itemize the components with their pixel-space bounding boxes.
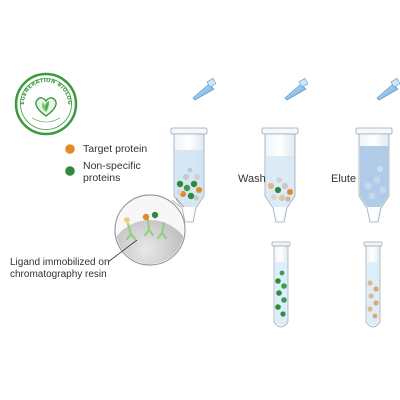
spin-column-elute (355, 127, 393, 223)
resin-zoom-callout (114, 194, 186, 266)
spin-column-wash (261, 127, 299, 223)
callout-line1: Ligand immobilized on (10, 257, 110, 268)
resin-callout-label: Ligand immobilized on chromatography res… (10, 257, 110, 281)
collection-tube-elute (363, 241, 383, 328)
collection-tube-wash (271, 241, 291, 328)
callout-pointer (107, 239, 138, 263)
wash-step-label: Wash (238, 173, 266, 185)
callout-line2: chromatography resin (10, 269, 107, 280)
legend-target-label: Target protein (83, 143, 148, 155)
legend-nonspecific-label: Non-specific proteins (83, 160, 141, 184)
regeneration-biology-logo: REGENERATION BIOLOGY (14, 72, 78, 136)
pipette-tip-icon (192, 78, 217, 101)
target-protein-swatch (65, 144, 75, 154)
spin-column-load (170, 127, 208, 223)
nonspecific-protein-swatch (65, 166, 75, 176)
elute-step-label: Elute (331, 173, 357, 185)
pipette-tip-icon (284, 78, 309, 101)
legend-nonspecific-line1: Non-specific (83, 160, 141, 172)
pipette-tip-icon (376, 78, 400, 101)
legend-nonspecific-line2: proteins (83, 172, 121, 184)
